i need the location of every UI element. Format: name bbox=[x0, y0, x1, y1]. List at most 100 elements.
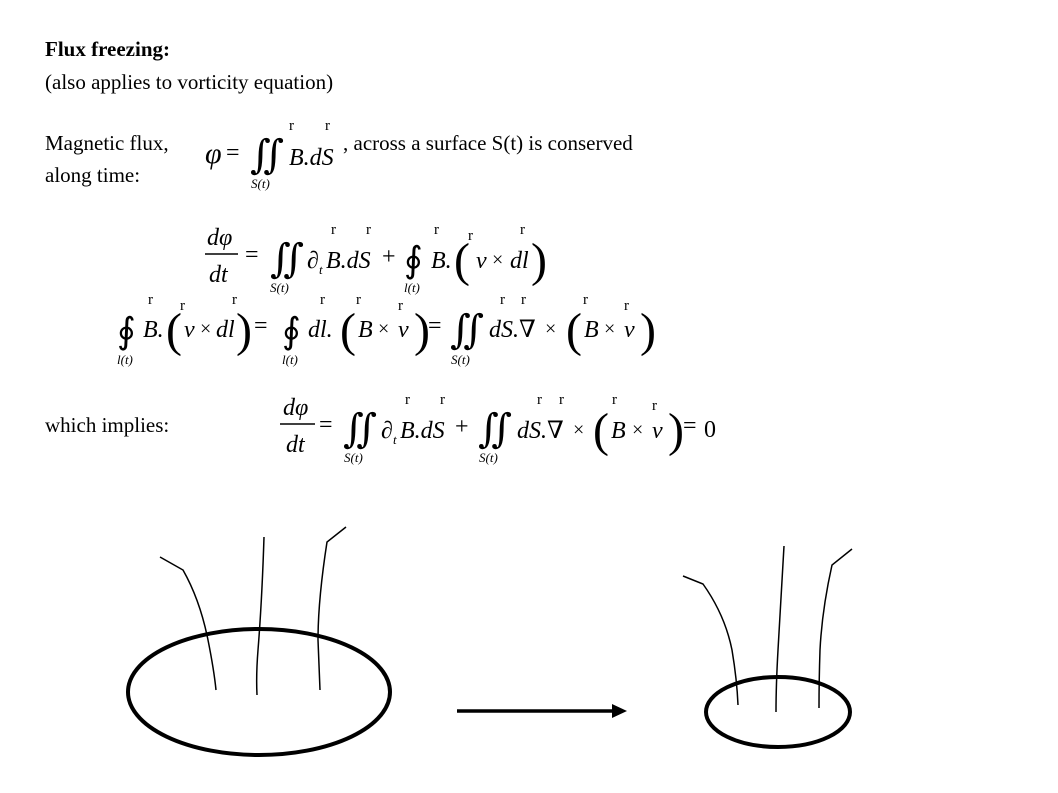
flux-definition-equation: φ = ∬ S(t) B.dS r r bbox=[205, 118, 334, 191]
vector-mark: r bbox=[331, 222, 336, 238]
left-paren: ( bbox=[454, 234, 470, 287]
double-integral-symbol: ∬ bbox=[250, 132, 284, 177]
loop-subscript: l(t) bbox=[117, 352, 133, 367]
vector-mark: r bbox=[468, 228, 473, 244]
equations: φ = ∬ S(t) B.dS r r dφ dt = ∬ S(t) ∂ t B… bbox=[117, 118, 716, 465]
field-line bbox=[255, 536, 265, 696]
b-dot-ds-term: B.dS bbox=[400, 418, 445, 444]
arrow-right-icon bbox=[612, 704, 627, 718]
vector-mark: r bbox=[559, 392, 564, 408]
cross-product-sign: × bbox=[545, 318, 556, 340]
left-paren: ( bbox=[166, 304, 182, 357]
surface-subscript: S(t) bbox=[479, 450, 498, 465]
initial-surface-ellipse bbox=[126, 627, 392, 757]
double-integral-symbol: ∬ bbox=[450, 307, 484, 352]
ds-nabla-term: dS.∇ bbox=[517, 418, 564, 444]
left-paren: ( bbox=[340, 304, 356, 357]
vector-mark: r bbox=[289, 118, 294, 134]
cross-product-sign: × bbox=[200, 318, 211, 340]
vector-mark: r bbox=[232, 292, 237, 308]
vector-mark: r bbox=[583, 292, 588, 308]
time-subscript: t bbox=[319, 262, 323, 277]
flux-line-prefix: Magnetic flux, bbox=[45, 131, 169, 155]
contour-integral-symbol: ∮ bbox=[117, 311, 136, 351]
vector-mark: r bbox=[440, 392, 445, 408]
along-time-text: along time: bbox=[45, 163, 141, 187]
vector-mark: r bbox=[325, 118, 330, 134]
double-integral-symbol: ∬ bbox=[270, 236, 304, 281]
equals-sign: = bbox=[226, 140, 240, 166]
b-field-symbol: B bbox=[584, 317, 599, 343]
equals-sign: = bbox=[319, 412, 333, 438]
double-integral-symbol: ∬ bbox=[478, 406, 512, 451]
vector-mark: r bbox=[148, 292, 153, 308]
vector-mark: r bbox=[521, 292, 526, 308]
cross-product-sign: × bbox=[492, 249, 503, 271]
implies-text: which implies: bbox=[45, 413, 170, 437]
flux-line-suffix: , across a surface S(t) is conserved bbox=[343, 131, 633, 155]
time-subscript: t bbox=[393, 432, 397, 447]
vector-mark: r bbox=[434, 222, 439, 238]
contour-integral-symbol: ∮ bbox=[404, 240, 423, 280]
flux-derivative-equation: dφ dt = ∬ S(t) ∂ t B.dS r r + ∮ l(t) B. … bbox=[205, 222, 547, 295]
dphi-numerator: dφ bbox=[207, 225, 232, 251]
right-paren: ) bbox=[236, 304, 252, 357]
field-line bbox=[775, 545, 785, 713]
surface-subscript: S(t) bbox=[251, 176, 270, 191]
ds-nabla-term: dS.∇ bbox=[489, 317, 536, 343]
partial-symbol: ∂ bbox=[307, 248, 319, 274]
b-field-symbol: B bbox=[611, 418, 626, 444]
surface-subscript: S(t) bbox=[270, 280, 289, 295]
b-dot-term: B. bbox=[431, 248, 452, 274]
cross-product-sign: × bbox=[632, 419, 643, 441]
velocity-symbol: v bbox=[652, 418, 663, 444]
dt-denominator: dt bbox=[209, 262, 229, 288]
b-dot-ds-term: B.dS bbox=[289, 145, 334, 171]
vector-mark: r bbox=[520, 222, 525, 238]
loop-subscript: l(t) bbox=[282, 352, 298, 367]
surface-subscript: S(t) bbox=[451, 352, 470, 367]
velocity-symbol: v bbox=[624, 317, 635, 343]
slide-subtitle: (also applies to vorticity equation) bbox=[45, 70, 334, 94]
vector-mark: r bbox=[500, 292, 505, 308]
partial-symbol: ∂ bbox=[381, 418, 393, 444]
vector-mark: r bbox=[624, 298, 629, 314]
vector-mark: r bbox=[366, 222, 371, 238]
plus-sign: + bbox=[382, 244, 396, 270]
equals-sign: = bbox=[428, 313, 442, 339]
vector-mark: r bbox=[537, 392, 542, 408]
left-paren: ( bbox=[593, 404, 609, 457]
dl-term: dl bbox=[510, 248, 529, 274]
velocity-symbol: v bbox=[184, 317, 195, 343]
vector-mark: r bbox=[398, 298, 403, 314]
vector-mark: r bbox=[612, 392, 617, 408]
velocity-symbol: v bbox=[476, 248, 487, 274]
dl-dot-term: dl. bbox=[308, 317, 333, 343]
dt-denominator: dt bbox=[286, 432, 306, 458]
b-dot-ds-term: B.dS bbox=[326, 248, 371, 274]
surface-subscript: S(t) bbox=[344, 450, 363, 465]
equals-sign: = bbox=[245, 242, 259, 268]
left-paren: ( bbox=[566, 304, 582, 357]
dl-term: dl bbox=[216, 317, 235, 343]
cross-product-sign: × bbox=[604, 318, 615, 340]
vector-mark: r bbox=[180, 298, 185, 314]
vector-mark: r bbox=[405, 392, 410, 408]
field-line bbox=[317, 526, 347, 691]
field-line bbox=[682, 575, 739, 706]
field-line bbox=[818, 548, 853, 709]
zero-value: 0 bbox=[704, 417, 716, 443]
cross-product-sign: × bbox=[573, 419, 584, 441]
phi-symbol: φ bbox=[205, 137, 222, 170]
cross-product-sign: × bbox=[378, 318, 389, 340]
loop-subscript: l(t) bbox=[404, 280, 420, 295]
right-paren: ) bbox=[668, 404, 684, 457]
vector-mark: r bbox=[652, 398, 657, 414]
right-paren: ) bbox=[640, 304, 656, 357]
plus-sign: + bbox=[455, 414, 469, 440]
vector-mark: r bbox=[320, 292, 325, 308]
right-paren: ) bbox=[531, 234, 547, 287]
vector-mark: r bbox=[356, 292, 361, 308]
contour-integral-symbol: ∮ bbox=[282, 311, 301, 351]
field-line bbox=[159, 556, 217, 691]
